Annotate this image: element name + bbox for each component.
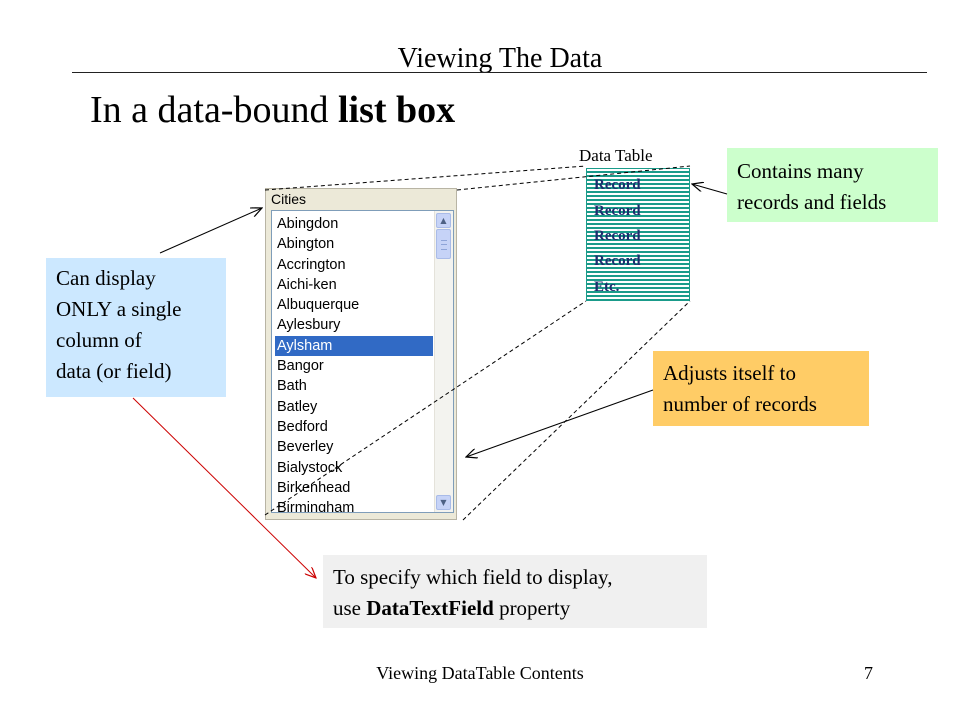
heading-bold: list box: [337, 89, 456, 131]
title-divider: [72, 72, 927, 73]
data-table-row: Record: [594, 253, 641, 269]
callout-line: number of records: [663, 392, 817, 416]
callout-line: Can display: [56, 266, 156, 290]
list-item[interactable]: Bath: [277, 378, 307, 395]
callout-line: data (or field): [56, 359, 172, 383]
callout-adjusts-itself: Adjusts itself to number of records: [653, 351, 869, 426]
scroll-up-arrow-icon: ▲: [440, 216, 447, 225]
callout-line: Contains many: [737, 159, 864, 183]
callout-line: To specify which field to display,: [333, 565, 613, 589]
callout-line: use DataTextField property: [333, 593, 707, 624]
slide-title: Viewing The Data: [397, 43, 603, 74]
list-item[interactable]: Albuquerque: [277, 297, 360, 314]
heading-prefix: In a data-bound: [90, 89, 338, 131]
list-item[interactable]: Aylesbury: [277, 317, 341, 334]
list-item[interactable]: Accrington: [277, 256, 346, 273]
main-heading: In a data-bound list box: [90, 88, 455, 132]
data-table-row: Record: [594, 228, 641, 244]
list-item[interactable]: Bialystock: [277, 459, 343, 476]
list-item[interactable]: Bangor: [277, 358, 324, 375]
list-item[interactable]: Beverley: [277, 439, 334, 456]
callout-text: use: [333, 596, 367, 620]
list-item[interactable]: Aichi-ken: [277, 276, 337, 293]
scroll-down-arrow-icon: ▼: [440, 498, 447, 507]
callout-single-column: Can display ONLY a single column of data…: [46, 258, 226, 397]
data-table-title: Data Table: [579, 146, 653, 165]
page-number: 7: [864, 663, 873, 683]
scroll-thumb-grip-icon: [441, 240, 447, 250]
scroll-up-button[interactable]: ▲: [436, 213, 451, 228]
footer-text: Viewing DataTable Contents: [376, 663, 584, 683]
list-item[interactable]: Abingdon: [277, 216, 339, 232]
scroll-thumb[interactable]: [436, 229, 451, 259]
callout-line: Adjusts itself to: [663, 361, 797, 385]
data-table-row: Record: [594, 177, 641, 193]
list-item-selected[interactable]: Aylsham: [275, 335, 433, 357]
callout-line: records and fields: [737, 190, 887, 214]
callout-text: property: [493, 596, 571, 620]
arrow-to-listbox: [159, 208, 262, 254]
callout-many-records: Contains many records and fields: [727, 148, 938, 222]
listbox-scrollbar[interactable]: ▲ ▼: [434, 211, 453, 512]
data-table-graphic: Record Record Record Record Etc.: [586, 168, 690, 301]
data-table-row: Etc.: [594, 279, 620, 295]
callout-line: ONLY a single: [56, 297, 182, 321]
list-item[interactable]: Birkenhead: [277, 479, 351, 496]
list-item[interactable]: Birmingham: [277, 500, 355, 513]
callout-datatextfield: To specify which field to display, use D…: [323, 555, 707, 628]
list-item[interactable]: Bedford: [277, 418, 328, 435]
list-item[interactable]: Abington: [277, 236, 335, 253]
scroll-down-button[interactable]: ▼: [436, 495, 451, 510]
callout-line: column of: [56, 328, 142, 352]
list-item[interactable]: Batley: [277, 398, 318, 415]
projection-line-top-left: [264, 165, 587, 191]
data-table-row: Record: [594, 203, 641, 219]
listbox-label: Cities: [271, 191, 307, 207]
arrow-to-listbox-bottom: [466, 389, 654, 457]
arrow-to-data-table: [692, 184, 728, 195]
datatextfield-term: DataTextField: [366, 596, 494, 620]
